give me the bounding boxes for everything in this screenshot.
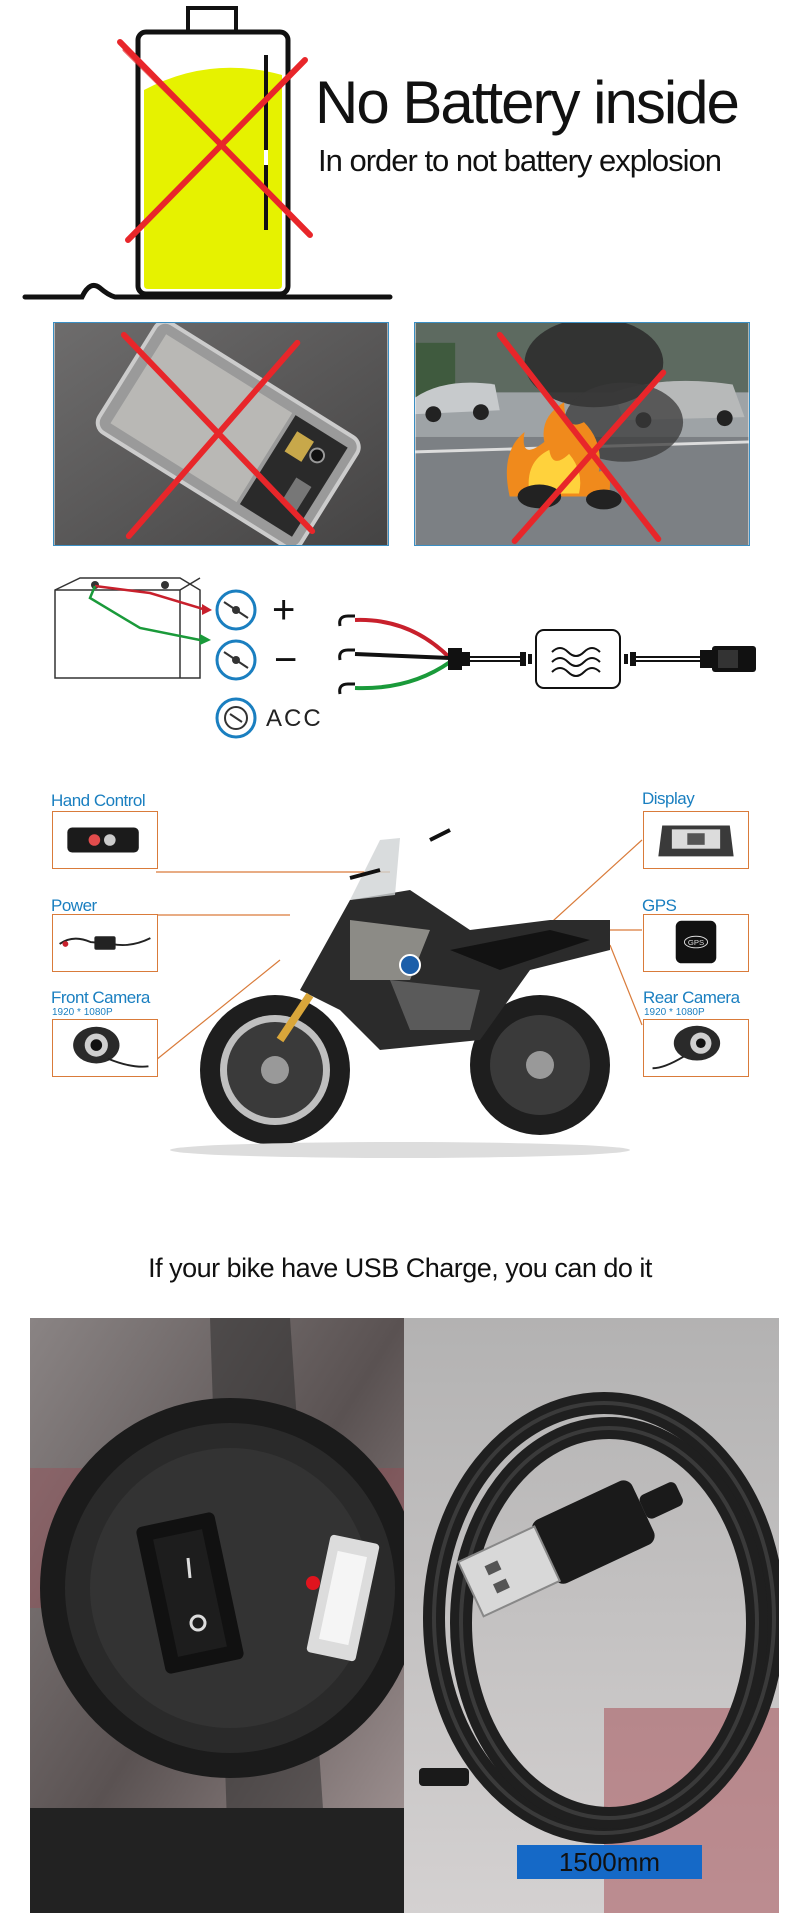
power-label: Power (51, 896, 97, 915)
plus-symbol: + (272, 588, 296, 632)
hand-control-icon (67, 827, 139, 853)
rear-camera-icon (652, 1025, 721, 1070)
gps-module-icon: GPS (675, 920, 717, 964)
gps-card: GPS (643, 914, 749, 972)
usb-cable-photo (404, 1318, 779, 1913)
front-camera-icon (73, 1026, 149, 1068)
rear-camera-resolution: 1920 * 1080P (644, 1007, 705, 1018)
front-camera-card (52, 1019, 158, 1077)
front-camera-label: Front Camera (51, 988, 150, 1007)
acc-label: ACC (266, 705, 323, 732)
rear-camera-card (643, 1019, 749, 1077)
cable-length-badge: 1500mm (517, 1845, 702, 1879)
display-label: Display (642, 789, 695, 808)
negative-terminal-icon (215, 639, 257, 681)
minus-symbol: − (274, 638, 298, 682)
motorbike-icon (170, 828, 630, 1158)
rear-camera-label: Rear Camera (643, 988, 740, 1007)
phone-cross-icon (120, 331, 316, 540)
car-battery-icon (54, 577, 201, 679)
motorbike-accessory-diagram (155, 828, 643, 1158)
display-card (643, 811, 749, 869)
acc-terminal-icon (215, 697, 257, 739)
gps-badge-text: GPS (688, 938, 704, 947)
hand-control-label: Hand Control (51, 791, 146, 810)
display-icon (658, 825, 734, 857)
power-card (52, 914, 158, 972)
battery-cross-icon (117, 39, 313, 243)
positive-terminal-icon (215, 589, 257, 631)
no-battery-subline: In order to not battery explosion (318, 143, 722, 178)
power-cable-icon (59, 936, 151, 950)
usb-charger-socket-photo (30, 1318, 404, 1913)
fire-cross-icon (496, 331, 667, 545)
step-down-cable-icon (338, 614, 756, 695)
front-camera-resolution: 1920 * 1080P (52, 1007, 113, 1018)
swollen-phone-battery-photo (53, 322, 389, 546)
no-battery-headline: No Battery inside (315, 69, 740, 136)
gps-label: GPS (642, 896, 677, 915)
burning-motorbike-photo (414, 322, 750, 546)
usb-charge-title: If your bike have USB Charge, you can do… (148, 1253, 652, 1283)
battery-illustration (22, 6, 393, 300)
hand-control-card (52, 811, 158, 869)
usb-plug-icon (456, 1480, 683, 1618)
wiring-diagram (54, 577, 756, 739)
